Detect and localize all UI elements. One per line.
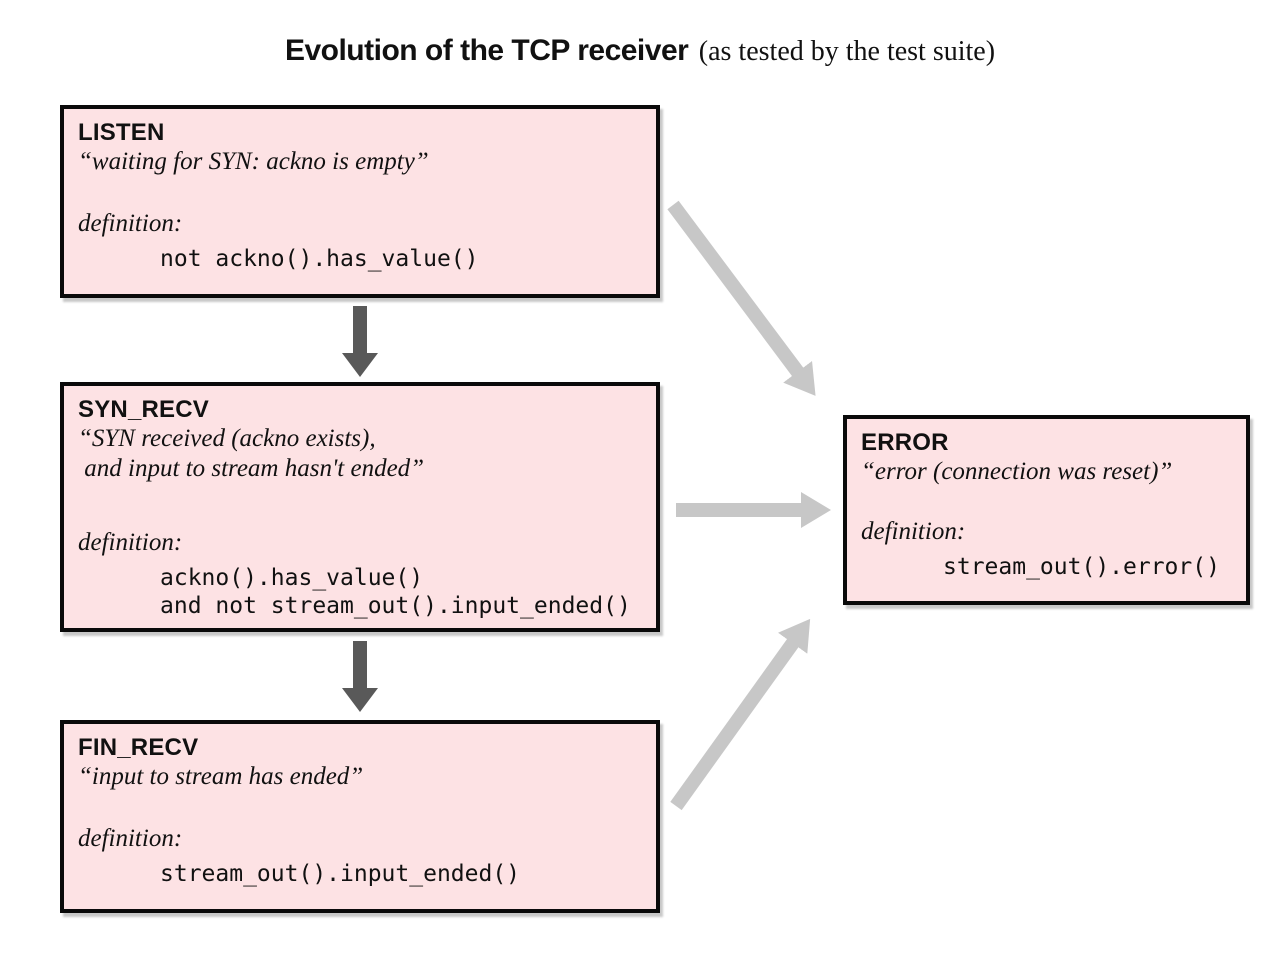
definition-label-fin-recv: definition: <box>78 825 183 852</box>
state-box-fin-recv: FIN_RECV “input to stream has ended” def… <box>60 720 660 913</box>
definition-label-error: definition: <box>861 518 966 545</box>
arrow-listen-to-error <box>667 200 816 396</box>
state-quote-fin-recv: “input to stream has ended” <box>78 763 364 790</box>
state-code-error: stream_out().error() <box>943 554 1220 580</box>
state-name-syn-recv: SYN_RECV <box>78 396 209 423</box>
state-name-error: ERROR <box>861 429 949 456</box>
state-code-listen: not ackno().has_value() <box>160 246 479 272</box>
diagram-title: Evolution of the TCP receiver (as tested… <box>0 34 1280 68</box>
state-box-error: ERROR “error (connection was reset)” def… <box>843 415 1250 605</box>
diagram-title-main: Evolution of the TCP receiver <box>284 34 689 67</box>
state-quote-error: “error (connection was reset)” <box>861 458 1173 485</box>
definition-label-syn-recv: definition: <box>78 529 183 556</box>
state-code-fin-recv: stream_out().input_ended() <box>160 861 521 887</box>
arrow-fin-recv-to-error <box>670 618 811 811</box>
state-quote-listen: “waiting for SYN: ackno is empty” <box>78 148 429 175</box>
state-name-listen: LISTEN <box>78 119 165 146</box>
state-name-fin-recv: FIN_RECV <box>78 734 199 761</box>
state-box-listen: LISTEN “waiting for SYN: ackno is empty”… <box>60 105 660 298</box>
state-box-syn-recv: SYN_RECV “SYN received (ackno exists), a… <box>60 382 660 632</box>
definition-label-listen: definition: <box>78 210 183 237</box>
state-code-syn-recv: ackno().has_value() and not stream_out()… <box>160 565 631 619</box>
state-quote-syn-recv: “SYN received (ackno exists), and input … <box>78 425 425 482</box>
diagram-title-suffix: (as tested by the test suite) <box>698 36 996 67</box>
